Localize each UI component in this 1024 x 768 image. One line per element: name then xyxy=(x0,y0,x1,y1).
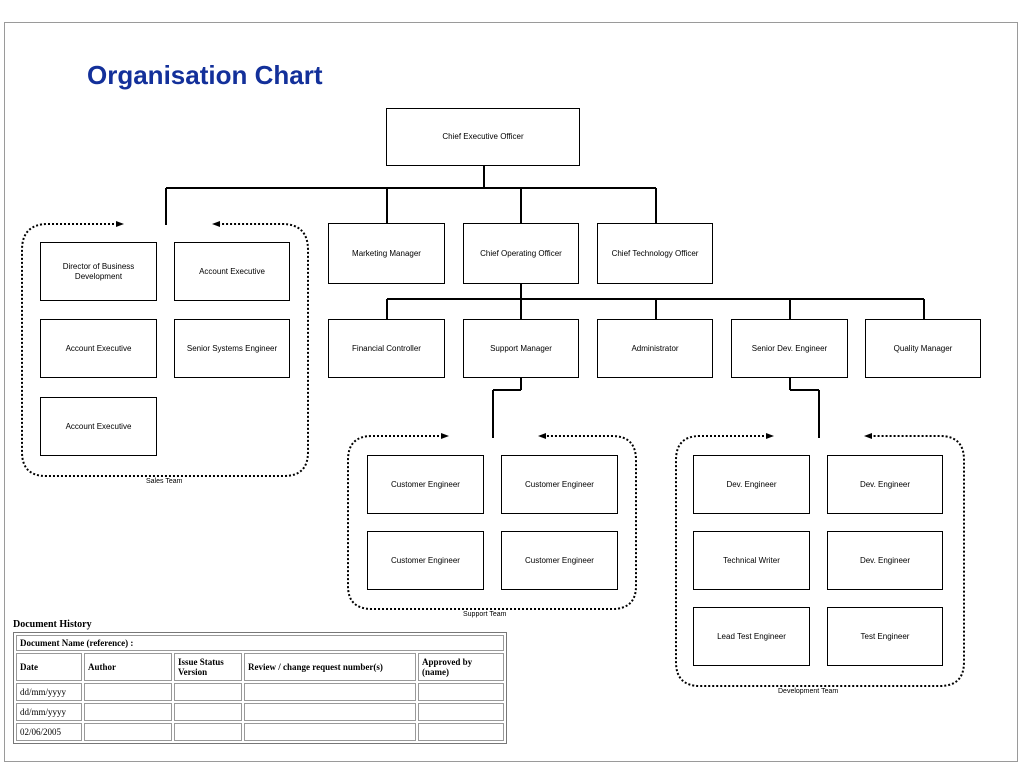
dev-box-1: Dev. Engineer xyxy=(693,455,810,514)
table-row: dd/mm/yyyy xyxy=(16,683,504,701)
sales-team-label: Sales Team xyxy=(146,478,183,485)
table-cell xyxy=(244,723,416,741)
support-box-3: Customer Engineer xyxy=(367,531,484,590)
marketing-manager-box: Marketing Manager xyxy=(328,223,445,284)
dev-box-5: Lead Test Engineer xyxy=(693,607,810,666)
table-cell xyxy=(84,703,172,721)
sales-box-2: Account Executive xyxy=(174,242,290,301)
date-cell: dd/mm/yyyy xyxy=(16,683,82,701)
senior-dev-engineer-box: Senior Dev. Engineer xyxy=(731,319,848,378)
date-cell: 02/06/2005 xyxy=(16,723,82,741)
page-title: Organisation Chart xyxy=(87,60,323,90)
table-cell xyxy=(418,703,504,721)
sales-box-5: Account Executive xyxy=(40,397,157,456)
support-box-1: Customer Engineer xyxy=(367,455,484,514)
support-box-2: Customer Engineer xyxy=(501,455,618,514)
ceo-box: Chief Executive Officer xyxy=(386,108,580,166)
table-cell xyxy=(84,723,172,741)
dev-team-label: Development Team xyxy=(778,688,839,695)
sales-box-1: Director of Business Development xyxy=(40,242,157,301)
document-history: Document History Document Name (referenc… xyxy=(13,619,507,744)
document-name-cell: Document Name (reference) : xyxy=(16,635,504,651)
support-box-4: Customer Engineer xyxy=(501,531,618,590)
table-cell xyxy=(244,703,416,721)
administrator-box: Administrator xyxy=(597,319,713,378)
table-row: 02/06/2005 xyxy=(16,723,504,741)
quality-manager-box: Quality Manager xyxy=(865,319,981,378)
coo-box: Chief Operating Officer xyxy=(463,223,579,284)
table-cell xyxy=(418,723,504,741)
table-cell xyxy=(418,683,504,701)
table-cell xyxy=(174,703,242,721)
header-review: Review / change request number(s) xyxy=(244,653,416,681)
header-issue-status: Issue Status Version xyxy=(174,653,242,681)
dev-box-6: Test Engineer xyxy=(827,607,943,666)
sales-box-4: Senior Systems Engineer xyxy=(174,319,290,378)
header-date: Date xyxy=(16,653,82,681)
cto-box: Chief Technology Officer xyxy=(597,223,713,284)
support-team-label: Support Team xyxy=(463,611,507,618)
table-cell xyxy=(174,683,242,701)
dev-box-4: Dev. Engineer xyxy=(827,531,943,590)
table-cell xyxy=(84,683,172,701)
support-manager-box: Support Manager xyxy=(463,319,579,378)
dev-box-3: Technical Writer xyxy=(693,531,810,590)
header-author: Author xyxy=(84,653,172,681)
financial-controller-box: Financial Controller xyxy=(328,319,445,378)
header-approved-by: Approved by (name) xyxy=(418,653,504,681)
date-cell: dd/mm/yyyy xyxy=(16,703,82,721)
sales-box-3: Account Executive xyxy=(40,319,157,378)
table-cell xyxy=(174,723,242,741)
table-row: dd/mm/yyyy xyxy=(16,703,504,721)
document-history-title: Document History xyxy=(13,619,92,630)
table-cell xyxy=(244,683,416,701)
dev-box-2: Dev. Engineer xyxy=(827,455,943,514)
document-history-table: Document Name (reference) : Date Author … xyxy=(13,632,507,744)
slide-frame xyxy=(4,22,1018,762)
